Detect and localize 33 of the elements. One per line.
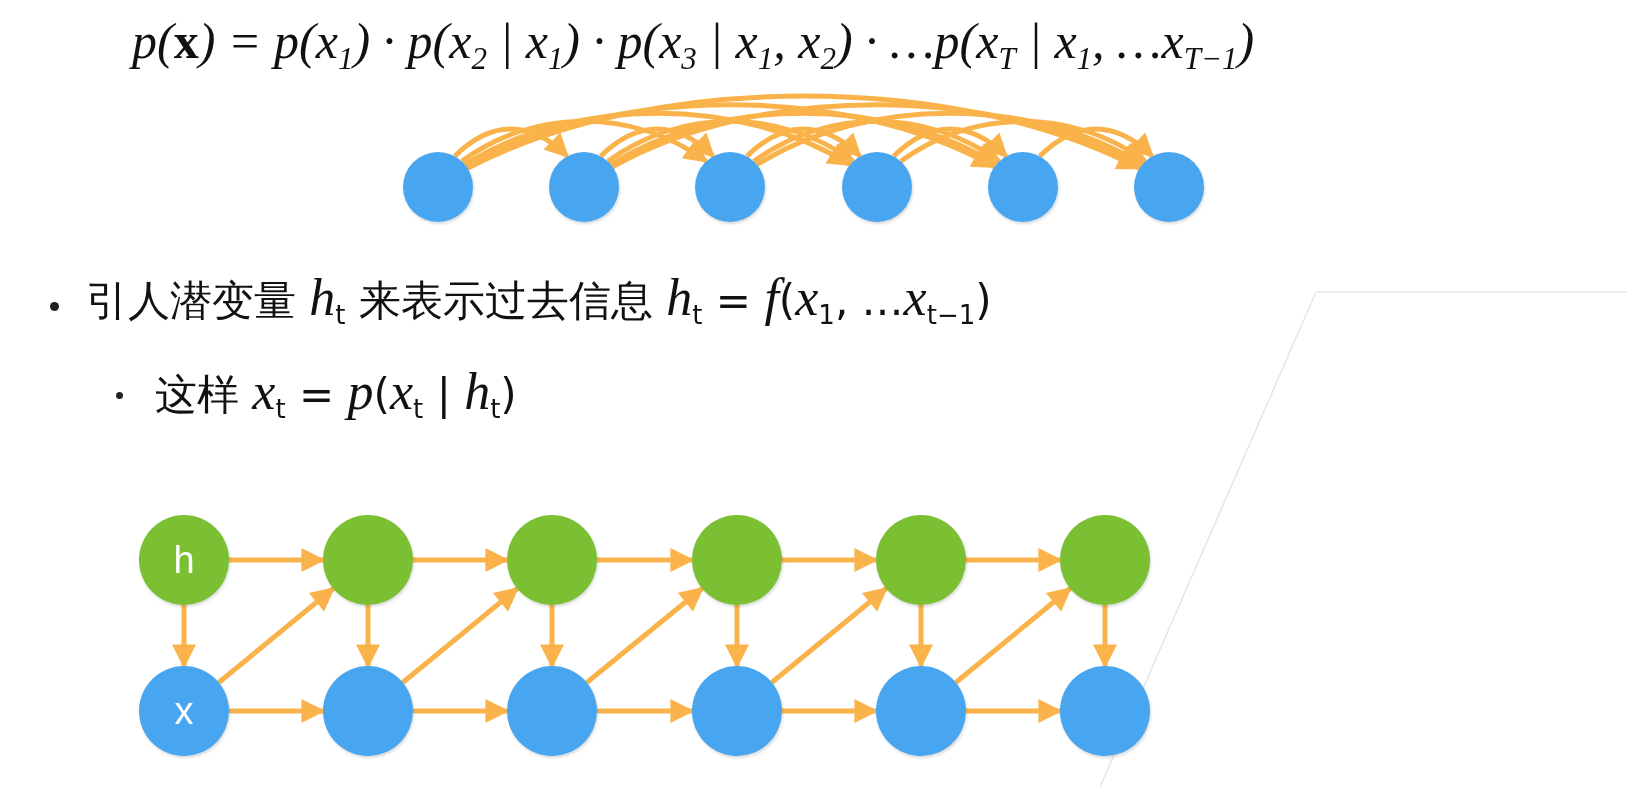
arrow	[770, 586, 889, 685]
node-label: x	[174, 692, 194, 730]
arrow	[1038, 126, 1155, 159]
arrow	[1093, 605, 1117, 669]
arrow	[606, 118, 856, 164]
arrow	[909, 605, 933, 669]
node-label: h	[173, 541, 195, 579]
arrow	[460, 118, 709, 164]
bullet-text: 这样 x$_{t}$ = p(x$_{t}$ | h$_{t}$)	[155, 362, 517, 425]
arrow	[585, 586, 704, 685]
arrow	[540, 605, 564, 669]
arrow	[401, 586, 520, 685]
bullet-text: 引人潜变量 h$_{t}$ 来表示过去信息 h$_{t}$ = f(x$_{1}$, …x$_{t−1}$)	[86, 268, 992, 331]
arrow	[453, 126, 570, 159]
arrow	[725, 605, 749, 669]
circle-node	[403, 152, 473, 222]
arrow	[609, 110, 999, 167]
circle-node	[695, 152, 765, 222]
circle-node	[842, 152, 912, 222]
circle-node	[1134, 152, 1204, 222]
arrow	[892, 126, 1009, 159]
arrow	[954, 586, 1073, 685]
arrow	[755, 110, 1145, 167]
arrow	[172, 605, 196, 669]
arrow	[599, 126, 716, 159]
circle-node	[988, 152, 1058, 222]
arrow	[356, 605, 380, 669]
arrow	[752, 118, 1002, 164]
arrow	[217, 586, 336, 685]
arrow	[899, 118, 1148, 164]
circle-node	[549, 152, 619, 222]
arrow	[745, 126, 862, 159]
arrow	[463, 110, 853, 167]
